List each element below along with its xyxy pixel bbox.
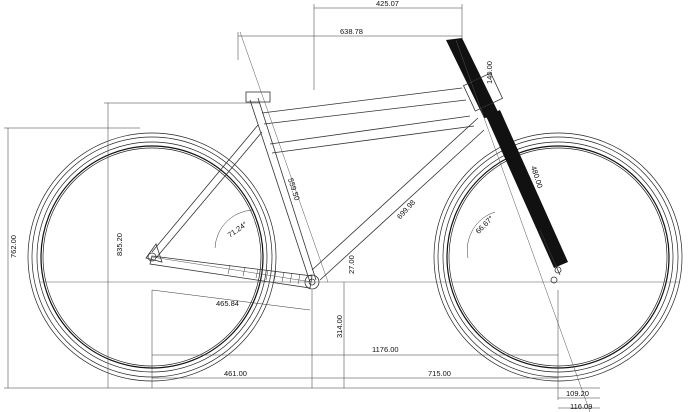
dim-head-angle: 66.67° — [474, 214, 496, 236]
construction-lines — [40, 31, 680, 412]
fork — [446, 38, 568, 284]
dim-top-reach: 638.78 — [340, 27, 363, 36]
dim-top-overall: 425.07 — [376, 0, 399, 8]
dim-bb-small: 27.00 — [347, 255, 356, 274]
dim-seat-angle: 71.24° — [226, 220, 249, 240]
dim-chainstay: 465.84 — [216, 299, 239, 308]
frame — [145, 87, 485, 290]
dim-head-tube: 140.00 — [485, 61, 494, 84]
dimension-labels: 425.07 638.78 140.00 559.50 71.24° 699.9… — [9, 0, 592, 411]
dim-down-tube: 699.98 — [395, 198, 417, 221]
dim-bb-height: 314.00 — [335, 315, 344, 338]
dim-front-center: 715.00 — [428, 369, 451, 378]
dim-wheelbase: 1176.00 — [372, 345, 399, 354]
dim-stack: 835.20 — [115, 233, 124, 256]
dim-rear-center: 461.00 — [224, 369, 247, 378]
dimension-lines — [4, 4, 600, 409]
dim-offset-a: 109.20 — [566, 389, 589, 398]
dim-overall-height: 762.00 — [9, 235, 18, 258]
dim-offset-b: 116.09 — [570, 402, 592, 411]
dim-seat-tube: 559.50 — [286, 177, 302, 202]
